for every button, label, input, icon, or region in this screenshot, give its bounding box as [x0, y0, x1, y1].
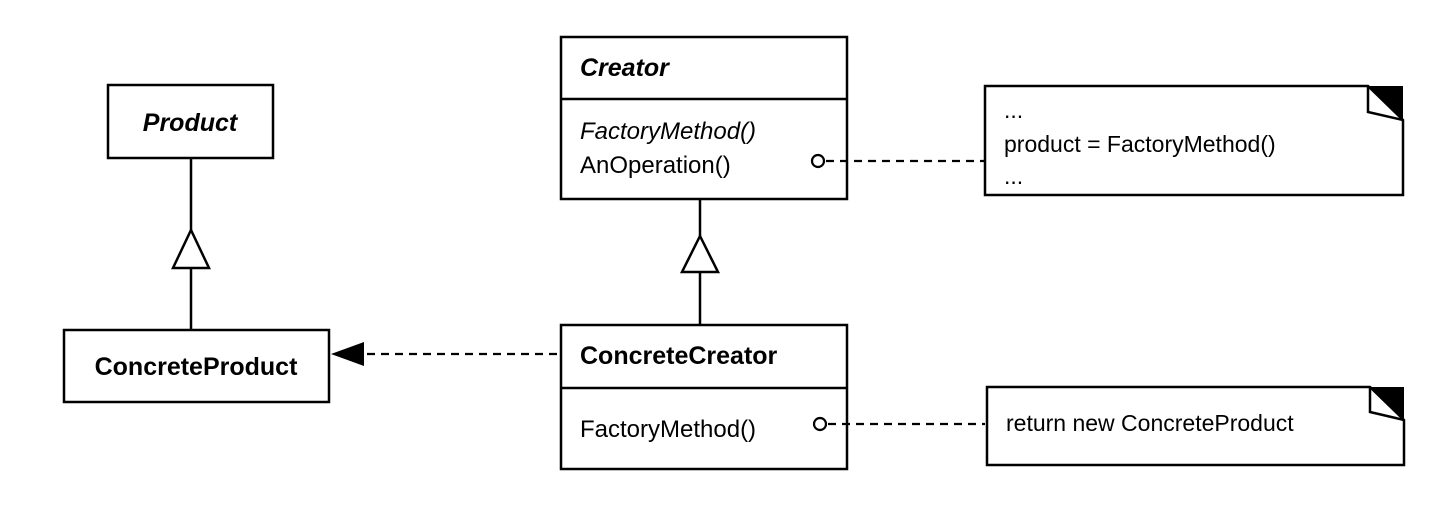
factory-method-note-line-1: return new ConcreteProduct — [1006, 410, 1294, 436]
factory-method-note-fold-icon — [1370, 387, 1404, 420]
an-operation-note-anchor-icon — [810, 153, 826, 169]
creator-factory-method: FactoryMethod() — [580, 118, 756, 145]
concrete-creator-class-name: ConcreteCreator — [580, 342, 778, 370]
creator-class-name: Creator — [580, 54, 670, 82]
creator-generalization-arrow — [679, 233, 721, 274]
creator-inheritance — [679, 199, 721, 325]
product-inheritance — [171, 158, 211, 330]
factory-method-note-anchor-icon — [812, 416, 828, 432]
creator-an-operation: AnOperation() — [580, 152, 731, 179]
an-operation-note-fold-icon — [1368, 86, 1403, 120]
concrete-creator-factory-method: FactoryMethod() — [580, 416, 756, 443]
an-operation-note-line-3: ... — [1004, 163, 1023, 189]
an-operation-note-box — [983, 84, 1405, 197]
product-class: Product — [106, 83, 275, 160]
creator-class: Creator FactoryMethod() AnOperation() — [559, 35, 849, 201]
an-operation-note-line-2: product = FactoryMethod() — [1004, 131, 1276, 157]
an-operation-note-line-1: ... — [1004, 97, 1023, 123]
factory-method-note-box — [985, 385, 1406, 467]
an-operation-note: ... product = FactoryMethod() ... — [983, 84, 1405, 197]
concrete-product-class: ConcreteProduct — [62, 328, 331, 404]
product-class-name: Product — [143, 109, 239, 137]
creates-dependency-arrowhead-icon — [331, 342, 364, 366]
concrete-product-class-box — [62, 328, 331, 404]
creator-class-box — [559, 35, 849, 201]
concrete-product-class-name: ConcreteProduct — [95, 353, 298, 381]
concrete-creator-class-box — [559, 323, 849, 471]
concrete-creator-class: ConcreteCreator FactoryMethod() — [559, 323, 849, 471]
product-class-box — [106, 83, 275, 160]
creates-dependency — [331, 342, 557, 366]
factory-method-note-fold-edge — [1368, 387, 1405, 422]
an-operation-note-fold-edge — [1366, 86, 1404, 122]
factory-method-note: return new ConcreteProduct — [985, 385, 1406, 467]
product-generalization-arrow — [171, 227, 211, 270]
